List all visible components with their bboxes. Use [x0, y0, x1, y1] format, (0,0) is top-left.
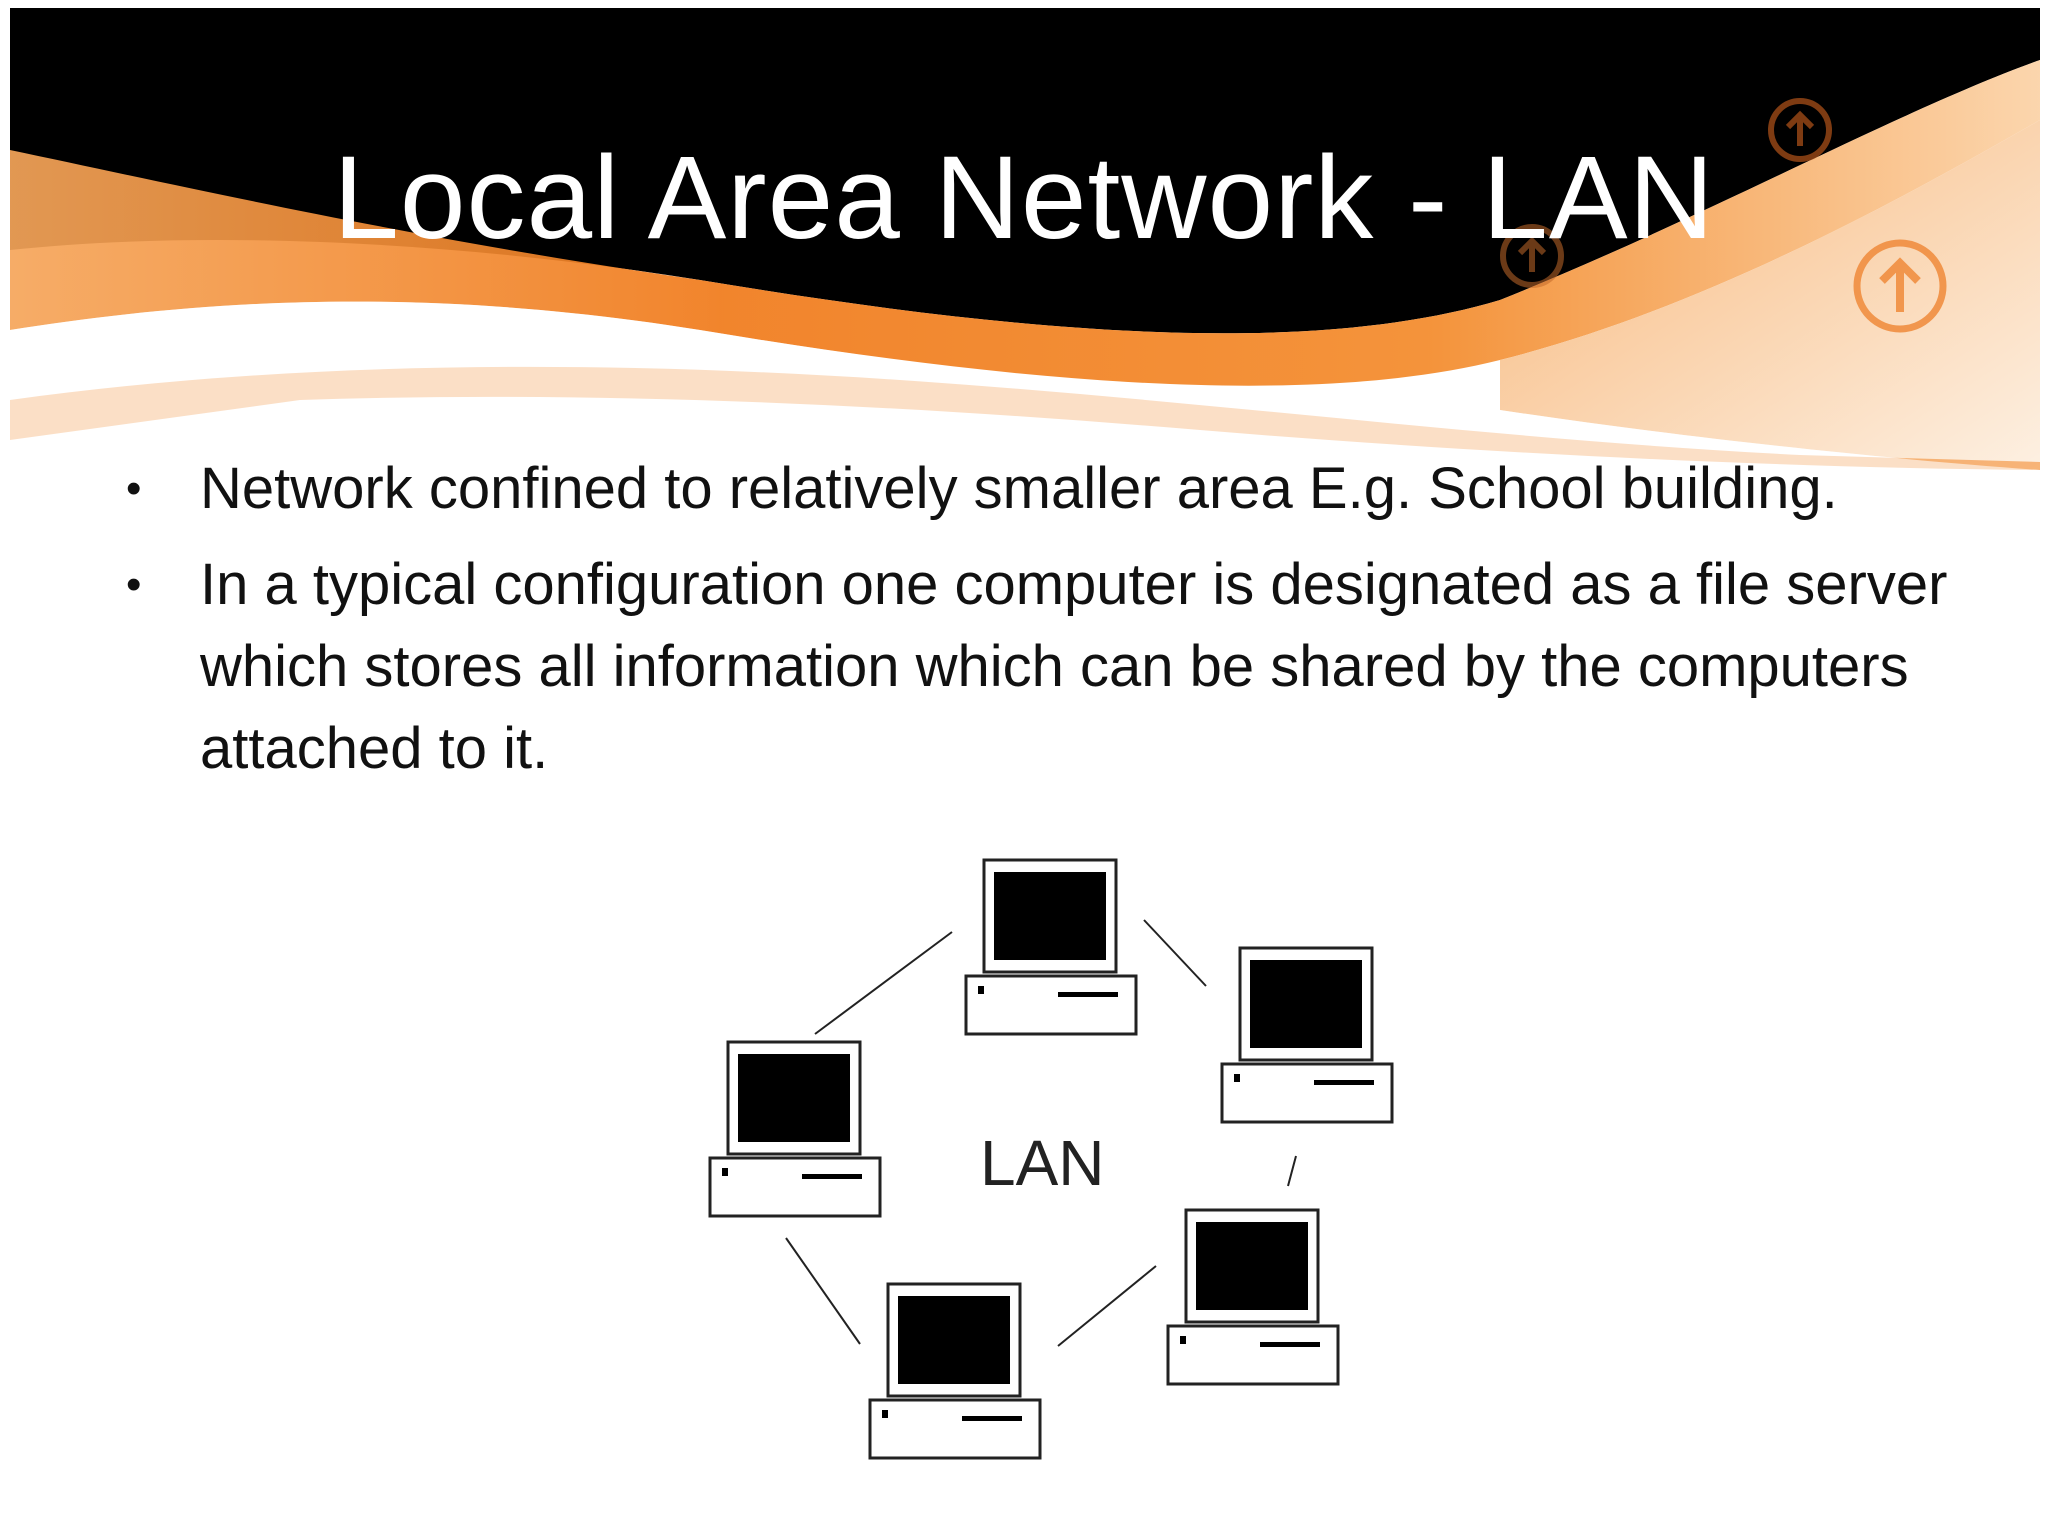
- bullet-list: • Network confined to relatively smaller…: [118, 448, 1998, 804]
- bullet-text: Network confined to relatively smaller a…: [200, 456, 1838, 521]
- network-link: [1143, 919, 1207, 987]
- slide-title: Local Area Network - LAN: [333, 132, 1715, 264]
- bullet-text: In a typical configuration one computer …: [200, 552, 1948, 781]
- bullet-icon: •: [126, 560, 142, 609]
- computer-icon: [964, 858, 1138, 1036]
- lan-label: LAN: [980, 1127, 1105, 1199]
- computer-icon: [868, 1282, 1042, 1460]
- computer-icon: [1220, 946, 1394, 1124]
- computer-icon: [1166, 1208, 1340, 1386]
- up-arrow-circle-icon: [1853, 239, 1947, 333]
- network-links: [785, 919, 1297, 1347]
- up-arrow-circle-icon: [1500, 224, 1564, 288]
- bullet-icon: •: [126, 464, 142, 513]
- network-link: [785, 1237, 861, 1345]
- bullet-item: • In a typical configuration one compute…: [118, 544, 1998, 790]
- network-link: [1057, 1265, 1157, 1347]
- network-link: [1287, 1155, 1297, 1187]
- bullet-item: • Network confined to relatively smaller…: [118, 448, 1998, 530]
- network-link: [814, 931, 953, 1035]
- computer-icon: [708, 1040, 882, 1218]
- up-arrow-circle-icon: [1768, 98, 1832, 162]
